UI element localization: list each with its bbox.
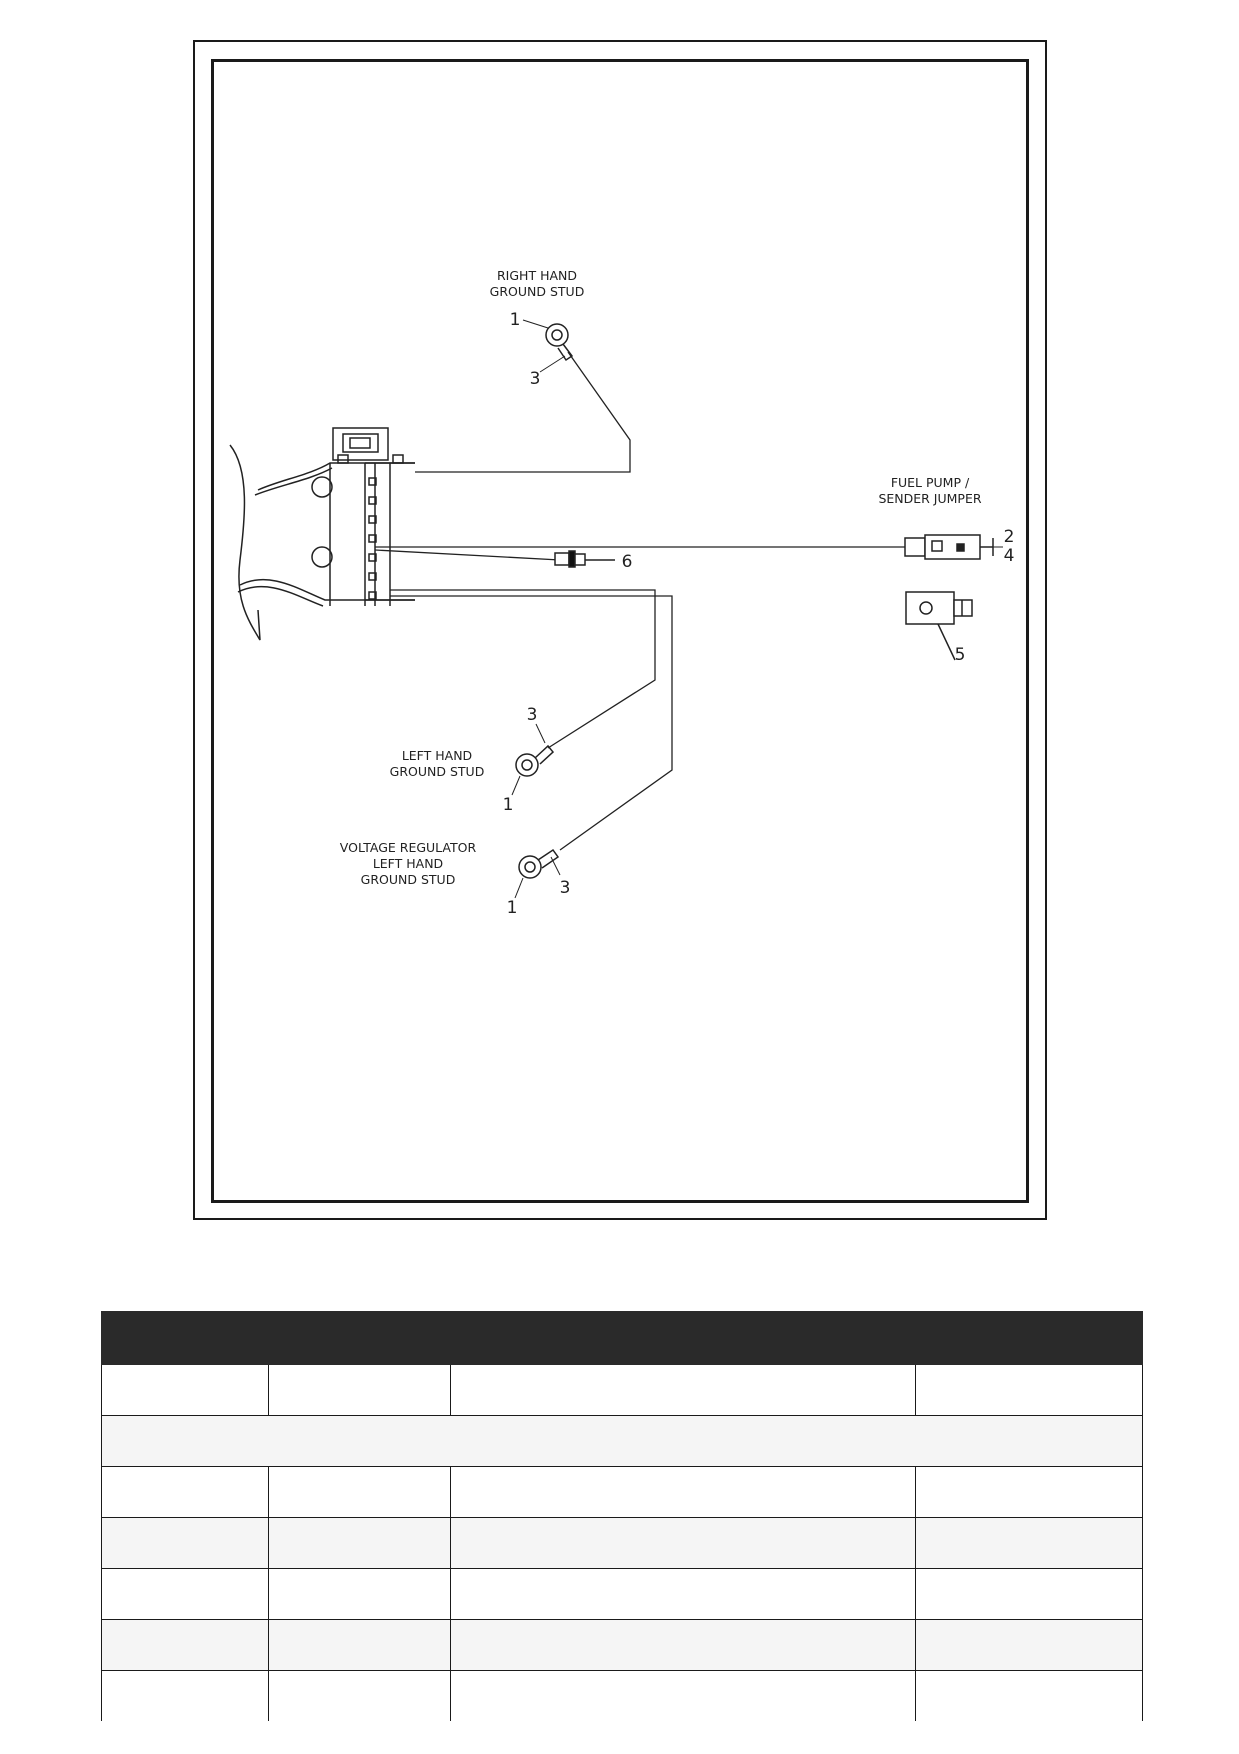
table-row xyxy=(101,1619,1143,1671)
drawing-frame-inner xyxy=(211,59,1029,1203)
table-cell xyxy=(101,1619,269,1671)
rh-ground-ring-terminal xyxy=(545,323,574,362)
table-row xyxy=(101,1517,1143,1569)
label-fuel-pump-line2: SENDER JUMPER xyxy=(878,491,981,506)
wire-harness xyxy=(374,351,915,851)
table-cell xyxy=(915,1364,1143,1416)
lh-ground-ring-terminal xyxy=(515,744,555,777)
table-cell xyxy=(450,1466,916,1518)
table-cell xyxy=(450,1364,916,1416)
callout-leaders xyxy=(511,319,1003,899)
callout-connector-cap: 5 xyxy=(955,645,966,665)
table-row xyxy=(101,1466,1143,1518)
table-header-cell xyxy=(450,1311,916,1365)
chassis-frame xyxy=(229,427,415,641)
table-cell xyxy=(268,1466,451,1518)
table-cell xyxy=(915,1568,1143,1620)
label-vr-ground-stud-line1: VOLTAGE REGULATOR xyxy=(340,840,477,855)
label-left-hand-ground-stud-line2: GROUND STUD xyxy=(390,764,485,779)
table-cell xyxy=(915,1466,1143,1518)
callout-lh-ring: 1 xyxy=(503,795,514,815)
callout-fuel-pump-top: 2 xyxy=(1004,527,1015,547)
callout-inline-connector: 6 xyxy=(622,552,633,572)
table-cell xyxy=(101,1670,269,1721)
table-cell xyxy=(450,1619,916,1671)
label-right-hand-ground-stud-line2: GROUND STUD xyxy=(490,284,585,299)
wiring-diagram: RIGHT HAND GROUND STUD FUEL PUMP / SENDE… xyxy=(229,268,1015,918)
parts-table xyxy=(101,1311,1143,1721)
label-fuel-pump-line1: FUEL PUMP / xyxy=(891,475,970,490)
callout-lh-wire: 3 xyxy=(527,705,538,725)
table-header-cell xyxy=(915,1311,1143,1365)
callout-fuel-pump-bottom: 4 xyxy=(1004,546,1015,566)
label-vr-ground-stud-line2: LEFT HAND xyxy=(373,856,443,871)
inline-connector xyxy=(554,550,615,568)
table-row xyxy=(101,1364,1143,1416)
table-row xyxy=(101,1670,1143,1721)
table-cell xyxy=(450,1517,916,1569)
table-cell xyxy=(450,1670,916,1721)
table-cell xyxy=(101,1568,269,1620)
vr-ground-ring-terminal xyxy=(518,848,560,879)
fuel-pump-connector xyxy=(904,534,994,560)
connector-cap xyxy=(905,591,973,661)
table-cell xyxy=(915,1517,1143,1569)
label-vr-ground-stud-line3: GROUND STUD xyxy=(361,872,456,887)
drawing-frame-outer xyxy=(193,40,1047,1220)
callout-vr-wire: 3 xyxy=(560,878,571,898)
table-cell xyxy=(915,1670,1143,1721)
table-header-cell xyxy=(101,1311,269,1365)
callout-rh-ring: 1 xyxy=(510,310,521,330)
table-cell xyxy=(268,1619,451,1671)
table-header-cell xyxy=(268,1311,451,1365)
table-cell xyxy=(268,1517,451,1569)
callout-rh-wire: 3 xyxy=(530,369,541,389)
callout-vr-ring: 1 xyxy=(507,898,518,918)
table-cell xyxy=(101,1517,269,1569)
table-cell xyxy=(268,1670,451,1721)
label-right-hand-ground-stud-line1: RIGHT HAND xyxy=(497,268,577,283)
label-left-hand-ground-stud-line1: LEFT HAND xyxy=(402,748,472,763)
table-cell xyxy=(101,1466,269,1518)
table-row xyxy=(101,1568,1143,1620)
table-row-section xyxy=(101,1415,1143,1467)
table-cell xyxy=(450,1568,916,1620)
table-section-cell xyxy=(101,1415,1143,1467)
table-cell xyxy=(268,1364,451,1416)
table-cell xyxy=(268,1568,451,1620)
table-cell xyxy=(101,1364,269,1416)
table-header-row xyxy=(101,1311,1143,1365)
table-cell xyxy=(915,1619,1143,1671)
